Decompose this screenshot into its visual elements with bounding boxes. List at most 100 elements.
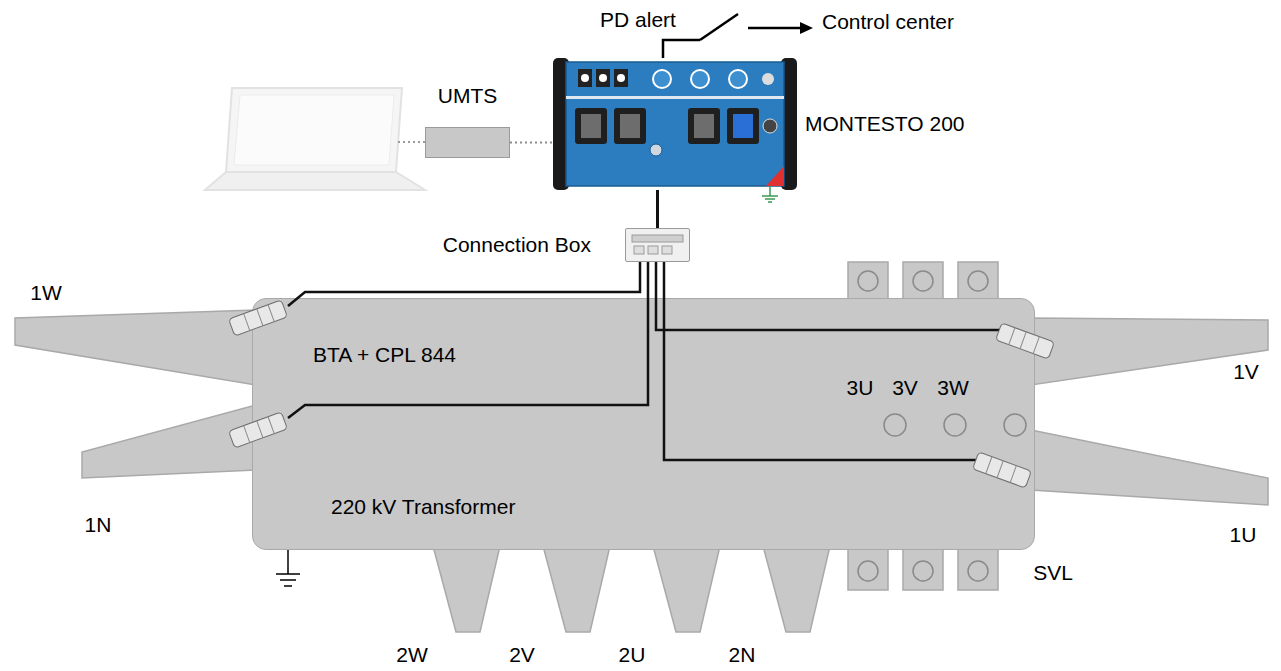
bushing xyxy=(433,546,500,632)
ground-symbol xyxy=(276,573,300,575)
wireless-link xyxy=(510,142,555,144)
terminal-name: 1U xyxy=(1230,523,1257,547)
device-port xyxy=(599,74,607,82)
device-body xyxy=(566,62,784,186)
laptop-display xyxy=(234,95,394,165)
sensor xyxy=(229,412,288,448)
terminal-block xyxy=(903,548,943,590)
bushing xyxy=(1031,318,1268,385)
laptop-link xyxy=(398,141,425,143)
device-port xyxy=(729,70,747,88)
device-strip xyxy=(566,96,784,99)
sensor xyxy=(997,461,1003,478)
device-connector xyxy=(688,108,720,144)
device-connector xyxy=(694,114,714,138)
terminal-name: SVL xyxy=(1033,561,1073,585)
terminal-block xyxy=(848,548,888,590)
sensor xyxy=(973,452,1032,488)
sensor xyxy=(986,457,992,474)
box-detail xyxy=(632,235,683,254)
device-button xyxy=(762,73,774,85)
bushing xyxy=(82,405,256,478)
box-detail xyxy=(648,246,658,254)
device-port xyxy=(653,70,671,88)
device-port xyxy=(650,144,662,156)
sensor xyxy=(229,300,288,336)
box-detail xyxy=(634,246,644,254)
terminal-block xyxy=(958,548,998,590)
terminal-block xyxy=(958,262,998,302)
sensor xyxy=(268,417,274,434)
terminal-circle xyxy=(884,414,906,436)
arrow-head xyxy=(800,22,813,34)
ground-symbol xyxy=(769,186,771,196)
sensor-label: BTA + CPL 844 xyxy=(313,343,456,367)
bushing xyxy=(543,546,610,632)
sensor xyxy=(244,426,250,443)
switch-blade xyxy=(700,14,738,40)
sensor xyxy=(244,314,250,331)
terminal-circle xyxy=(858,561,878,581)
terminal-circle xyxy=(968,271,988,291)
ground-symbol xyxy=(762,195,778,197)
ground-symbol xyxy=(276,550,300,586)
device-port xyxy=(614,69,628,87)
bushing xyxy=(763,546,830,632)
device-port xyxy=(596,69,610,87)
laptop-screen xyxy=(226,88,402,172)
sensor-cable xyxy=(664,262,976,460)
montesto-device xyxy=(553,58,797,202)
terminal-name: 1N xyxy=(85,513,112,537)
terminal-name: 1W xyxy=(30,281,62,305)
transformer-label: 220 kV Transformer xyxy=(331,495,515,519)
terminal-circle xyxy=(1004,414,1026,436)
device-connector xyxy=(733,114,753,138)
box-detail xyxy=(662,246,672,254)
sensor xyxy=(1009,328,1015,345)
bushing xyxy=(1031,430,1268,505)
device-connector xyxy=(614,108,646,144)
laptop-icon xyxy=(205,88,425,190)
ground-symbol xyxy=(284,585,292,587)
terminal-name: 3V xyxy=(892,376,918,400)
laptop-base xyxy=(205,172,425,190)
bushing xyxy=(15,310,256,385)
signal-cable xyxy=(656,190,659,228)
device-label: MONTESTO 200 xyxy=(805,112,965,136)
box-detail xyxy=(632,235,683,242)
device-corner xyxy=(766,166,784,186)
device-port xyxy=(578,69,592,87)
sensor xyxy=(1010,466,1016,483)
terminal-circle xyxy=(884,414,1026,436)
device-connector xyxy=(620,114,640,138)
sensor xyxy=(229,300,288,336)
ground-symbol xyxy=(768,201,772,203)
device-port xyxy=(581,74,589,82)
terminal-circle xyxy=(913,271,933,291)
terminal-name: 1V xyxy=(1233,360,1259,384)
device-port xyxy=(763,119,777,133)
monitoring-device: MONTESTO 200 xyxy=(555,58,795,190)
bushing xyxy=(653,546,720,632)
sensor xyxy=(257,421,263,438)
sensor xyxy=(257,309,263,326)
signal-label: PD alert xyxy=(600,8,676,32)
signal-label: Control center xyxy=(822,10,954,34)
sensor xyxy=(1020,332,1026,349)
alert-switch xyxy=(663,14,813,58)
alert-arrow xyxy=(748,27,802,30)
terminal-block xyxy=(903,262,943,302)
terminal-name: 2W xyxy=(396,643,428,667)
device-connector xyxy=(575,108,607,144)
sensor-cable xyxy=(288,262,648,418)
terminal-circle xyxy=(913,561,933,581)
device-port xyxy=(691,70,709,88)
terminal-name: 2N xyxy=(729,643,756,667)
sensor-cable xyxy=(656,262,1000,330)
terminal-name: 3W xyxy=(937,376,969,400)
device-label: Connection Box xyxy=(443,233,591,257)
sensor-cable xyxy=(288,262,1000,460)
terminal-name: 2V xyxy=(509,643,535,667)
